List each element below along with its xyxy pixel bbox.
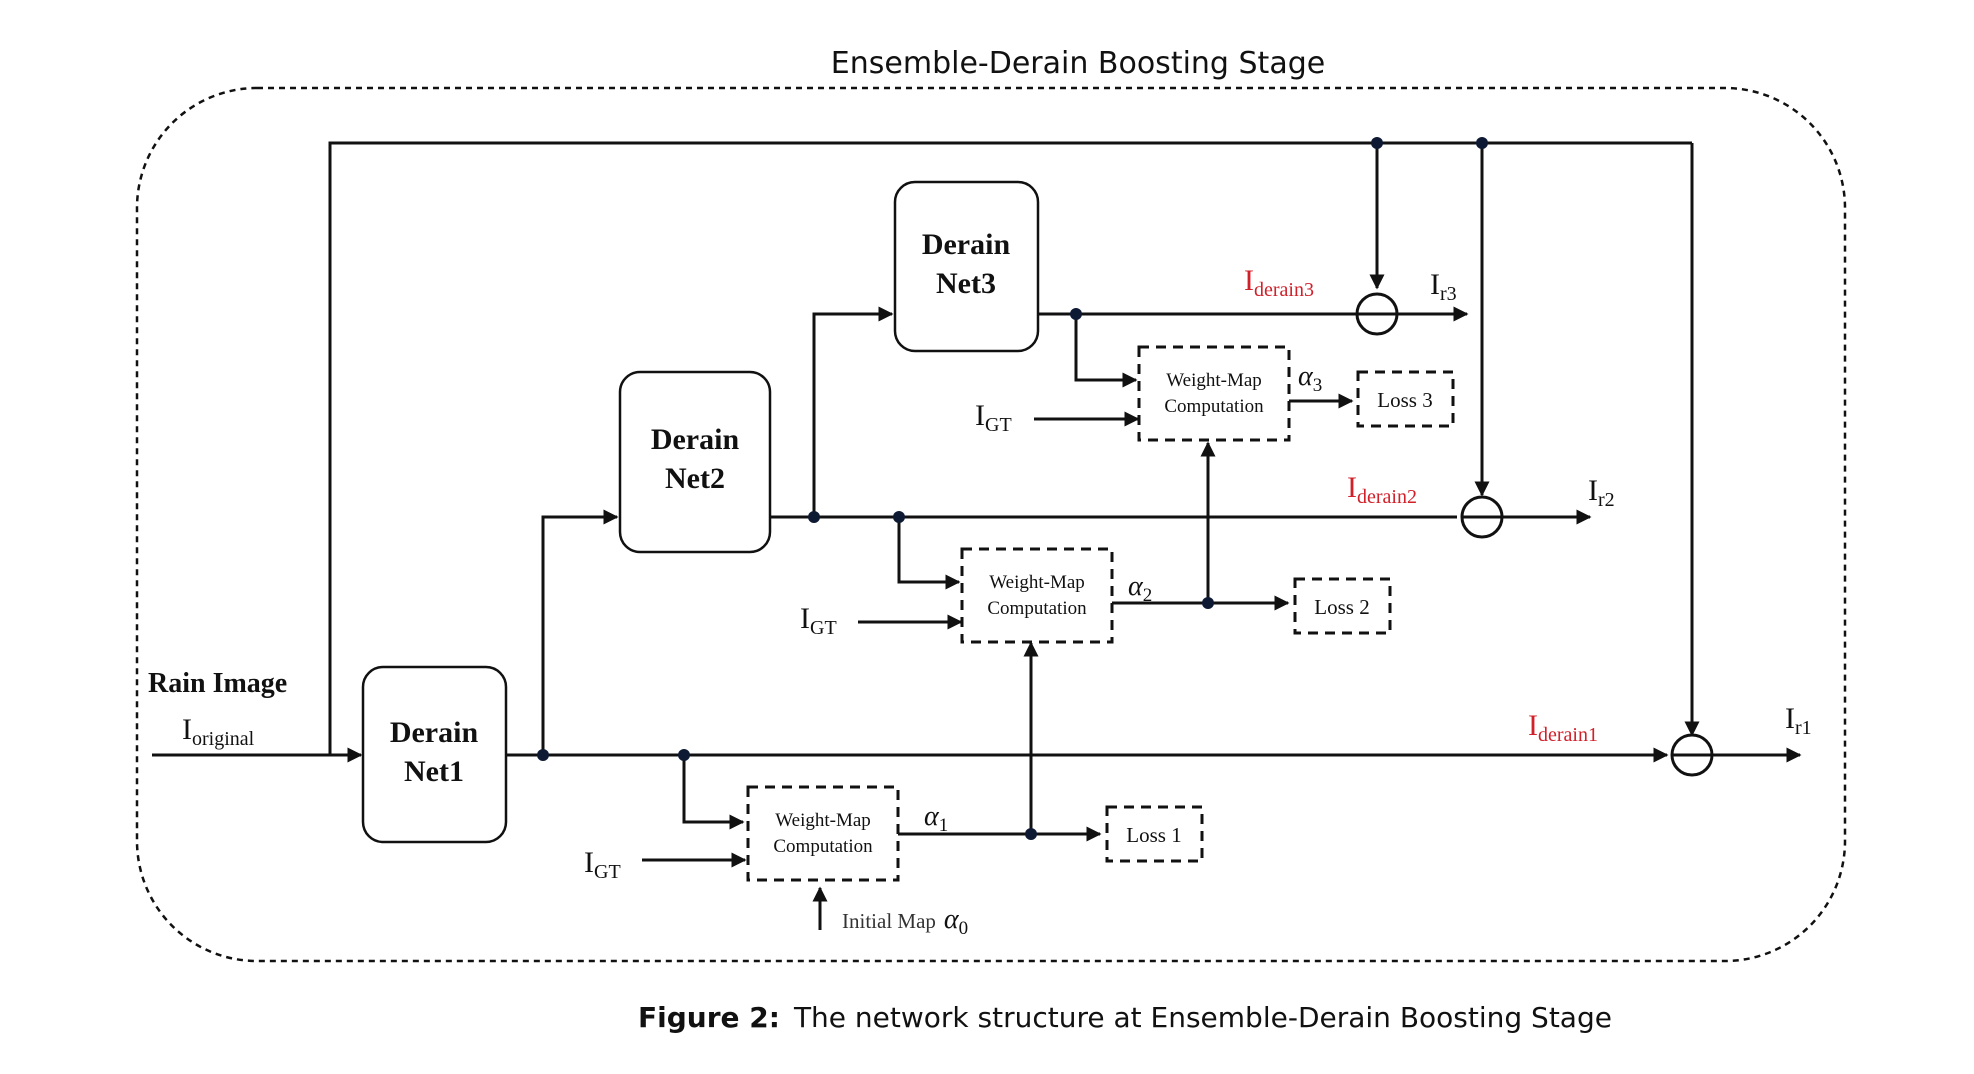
subtractor-r2	[1460, 495, 1504, 539]
bypass-line	[328, 141, 1692, 755]
derain3-output-label: Iderain3	[1244, 264, 1314, 301]
wm2-label-line1: Weight-Map	[989, 572, 1085, 593]
loss2-label: Loss 2	[1314, 595, 1369, 619]
junction-dot	[808, 511, 820, 523]
wm2-label-line2: Computation	[987, 598, 1087, 619]
r1-output-label: Ir1	[1785, 702, 1812, 739]
r3-output-label: Ir3	[1430, 268, 1457, 305]
connections	[152, 141, 1802, 930]
wm3-label-line1: Weight-Map	[1166, 370, 1262, 391]
junction-dot	[1476, 137, 1488, 149]
net2-to-wm2	[897, 517, 961, 590]
r2-output-label: Ir2	[1588, 474, 1615, 511]
weight-map-box-3: Weight-Map Computation	[1137, 345, 1291, 442]
subtractor-r3	[1355, 292, 1399, 336]
derain-net3: Derain Net3	[893, 180, 1040, 353]
stage-boundary	[135, 86, 1847, 963]
wm3-label-line2: Computation	[1164, 396, 1264, 417]
loss-box-3: Loss 3	[1356, 370, 1455, 428]
loss3-label: Loss 3	[1377, 388, 1432, 412]
alpha2-label: α2	[1128, 571, 1152, 606]
stage-title: Ensemble-Derain Boosting Stage	[831, 46, 1325, 81]
loss1-label: Loss 1	[1126, 823, 1181, 847]
figure-caption-text: The network structure at Ensemble-Derain…	[793, 1001, 1612, 1034]
rain-image-heading: Rain Image	[148, 668, 287, 699]
wm1-label-line1: Weight-Map	[775, 810, 871, 831]
derain1-output-label: Iderain1	[1528, 709, 1598, 746]
alpha3-label: α3	[1298, 361, 1322, 396]
figure-caption: Figure 2: The network structure at Ensemb…	[638, 1001, 1612, 1034]
junction-dot	[893, 511, 905, 523]
net3-label-line2: Net3	[936, 267, 996, 300]
gt-label-1: IGT	[584, 846, 621, 883]
net3-to-wm3	[1074, 314, 1138, 388]
weight-map-box-1: Weight-Map Computation	[746, 785, 900, 882]
loss-box-1: Loss 1	[1105, 805, 1204, 863]
net1-to-wm1	[682, 755, 745, 830]
net1-label-line1: Derain	[390, 716, 479, 749]
loss-box-2: Loss 2	[1293, 577, 1392, 635]
derain-net2: Derain Net2	[618, 370, 772, 554]
junction-dot	[1025, 828, 1037, 840]
junction-dot	[678, 749, 690, 761]
alpha1-label: α1	[924, 801, 948, 836]
net1-label-line2: Net1	[404, 755, 464, 788]
junction-dot	[1070, 308, 1082, 320]
junction-dot	[537, 749, 549, 761]
junctions	[537, 137, 1488, 840]
gt-label-3: IGT	[975, 399, 1012, 436]
weight-map-box-2: Weight-Map Computation	[960, 547, 1114, 644]
wm1-label-line2: Computation	[773, 836, 873, 857]
derain-net1: Derain Net1	[361, 665, 508, 844]
net3-label-line1: Derain	[922, 228, 1011, 261]
net1-to-net2	[541, 509, 619, 755]
figure-caption-label: Figure 2:	[638, 1001, 780, 1034]
gt-label-2: IGT	[800, 602, 837, 639]
net2-label-line2: Net2	[665, 462, 725, 495]
junction-dot	[1202, 597, 1214, 609]
derain2-output-label: Iderain2	[1347, 471, 1417, 508]
subtractor-r1	[1670, 733, 1714, 777]
net2-label-line1: Derain	[651, 423, 740, 456]
net2-to-net3	[812, 306, 894, 517]
junction-dot	[1371, 137, 1383, 149]
input-label: Ioriginal	[182, 713, 255, 750]
